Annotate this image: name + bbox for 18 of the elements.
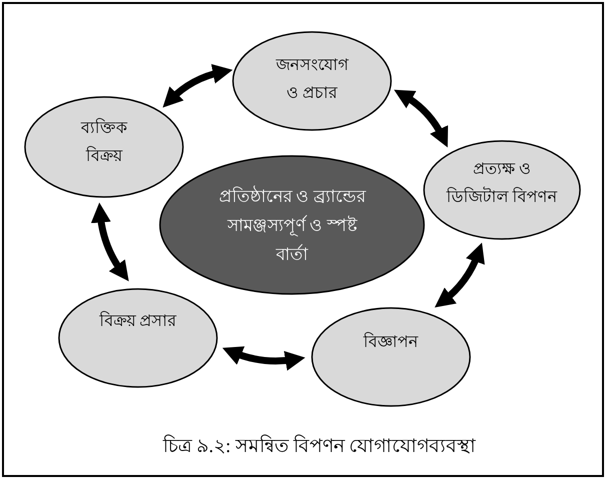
double-arrow — [434, 242, 484, 308]
node-label: প্রত্যক্ষ ও ডিজিটাল বিপণন — [445, 160, 558, 208]
oval-node — [311, 307, 471, 407]
double-arrow — [162, 64, 233, 108]
double-arrow — [91, 202, 129, 282]
oval-node — [423, 140, 581, 240]
oval-node — [58, 288, 218, 388]
node-label: বিক্রয় প্রসার — [100, 310, 176, 332]
oval-node — [24, 96, 184, 198]
figure-caption: চিত্র ৯.২: সমন্বিত বিপণন যোগাযোগব্যবস্থা — [162, 434, 476, 459]
node-label: জনসংযোগ ও প্রচার — [274, 56, 350, 104]
node-label: ব্যক্তিক বিক্রয় — [80, 117, 128, 167]
double-arrow — [394, 90, 448, 148]
oval-node — [232, 31, 392, 131]
node-label: বিজ্ঞাপন — [364, 331, 418, 353]
central-oval-node — [159, 155, 425, 295]
double-arrow — [222, 346, 306, 371]
node-label: প্রতিষ্ঠানের ও ব্র্যান্ডের সামঞ্জস্যপূর্ণ ও স্পষ্ট বার্তা — [218, 184, 367, 266]
